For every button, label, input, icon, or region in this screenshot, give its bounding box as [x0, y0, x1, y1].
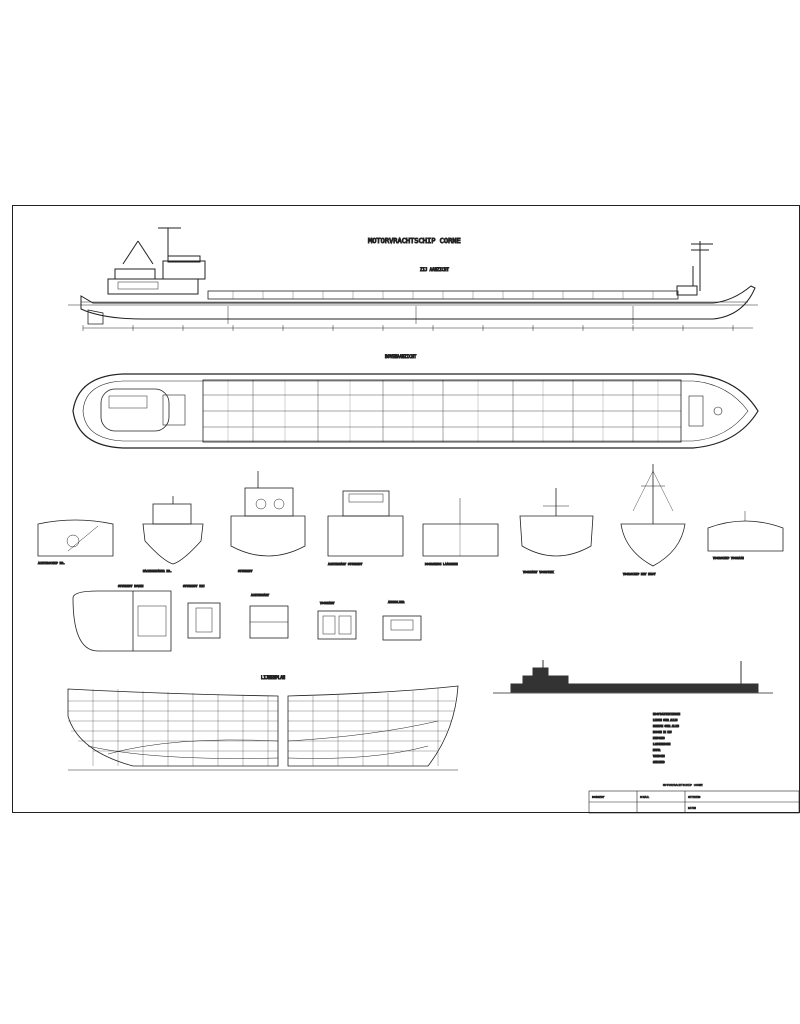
- section-3: [230, 471, 306, 557]
- lines-plan-label: LIJNENPLAN: [261, 675, 286, 680]
- section-label-2: MACHINEKAMER NR.: [143, 569, 172, 573]
- title-cell-1: BOUWWERF: [592, 795, 605, 799]
- title-cell-4: DATUM: [688, 806, 696, 810]
- spec-row-6: MOTOR: [653, 749, 661, 752]
- detail-3: [249, 605, 289, 639]
- detail-5: [382, 615, 422, 641]
- title-block-caption: MOTORVRACHTSCHIP CORNE: [663, 783, 703, 787]
- specs-table: HOOFDAFMETINGEN LENGTE OVER ALLES BREEDT…: [653, 712, 681, 765]
- section-label-6: VOORKANT VOORPIEK: [523, 570, 554, 574]
- drawing-sheet: MOTORVRACHTSCHIP CORNE ZIJ AANZICHT: [12, 205, 800, 814]
- detail-views: STUURHUT BOVEN STUURHUT ZIJ ACHTERKANT V…: [72, 584, 422, 652]
- section-label-3: STUURHUT: [238, 569, 253, 573]
- ship-drawing: MOTORVRACHTSCHIP CORNE ZIJ AANZICHT: [37, 227, 800, 814]
- detail-label-3: ACHTERKANT: [251, 593, 269, 597]
- detail-label-4: VOORKANT: [320, 601, 335, 605]
- plan-view: [72, 373, 759, 449]
- title-block: MOTORVRACHTSCHIP CORNE BOUWWERF SCHAAL G…: [588, 783, 800, 814]
- spec-row-1: LENGTE OVER ALLES: [653, 719, 678, 722]
- title-cell-2: SCHAAL: [640, 795, 650, 799]
- section-5: [422, 498, 499, 557]
- section-label-8: VOORSCHIP VOORAAN: [713, 556, 744, 560]
- cross-sections: ACHTERSCHIP NR. MACHINEKAMER NR. STUURHU…: [37, 464, 784, 577]
- section-6: [519, 488, 594, 557]
- detail-label-2: STUURHUT ZIJ: [183, 584, 205, 588]
- spec-row-8: SNELHEID: [653, 761, 665, 764]
- spec-row-7: VERMOGEN: [653, 755, 665, 758]
- section-label-7: VOORSCHIP MET MAST: [623, 572, 656, 576]
- lines-plan: [67, 685, 459, 771]
- spec-row-4: DIEPGANG: [653, 737, 665, 740]
- specs-heading: HOOFDAFMETINGEN: [653, 712, 680, 716]
- section-4: [327, 490, 404, 557]
- section-7: [620, 464, 686, 567]
- section-label-4: ACHTERKANT STUURHUT: [328, 562, 363, 566]
- detail-2: [187, 602, 221, 639]
- spec-row-5: LAADVERMOGEN: [653, 743, 671, 746]
- ship-silhouette: [493, 660, 773, 694]
- detail-label-1: STUURHUT BOVEN: [118, 584, 143, 588]
- spec-row-2: BREEDTE OVER ALLES: [653, 725, 679, 728]
- spec-row-3: HOOGTE IN ZIJ: [653, 731, 672, 734]
- detail-label-5: ANKERLIER: [388, 600, 404, 604]
- section-1: [37, 519, 114, 557]
- plan-label: BOVENAANZICHT: [385, 354, 417, 359]
- title-cell-3: GETEKEND: [688, 795, 701, 799]
- detail-4: [317, 610, 357, 640]
- drawing-title: MOTORVRACHTSCHIP CORNE: [368, 237, 461, 245]
- detail-1: [72, 590, 172, 652]
- section-label-5: DOORSNEDE LAADRUIM: [425, 562, 458, 566]
- section-8: [707, 511, 784, 552]
- profile-view: [68, 227, 758, 331]
- profile-label: ZIJ AANZICHT: [420, 267, 449, 272]
- section-2: [142, 496, 204, 565]
- section-label-1: ACHTERSCHIP NR.: [38, 561, 65, 565]
